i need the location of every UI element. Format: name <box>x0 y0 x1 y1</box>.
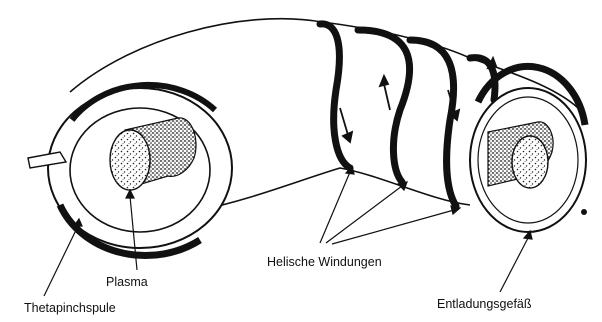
label-discharge-vessel: Entladungsgefäß <box>437 298 532 311</box>
discharge-vessel-end <box>470 66 587 232</box>
label-theta-pinch-coil: Thetapinchspule <box>24 302 116 315</box>
helical-windings <box>320 24 495 206</box>
label-plasma: Plasma <box>106 276 148 289</box>
label-helical-windings: Helische Windungen <box>267 256 382 269</box>
current-arrows <box>340 58 496 142</box>
